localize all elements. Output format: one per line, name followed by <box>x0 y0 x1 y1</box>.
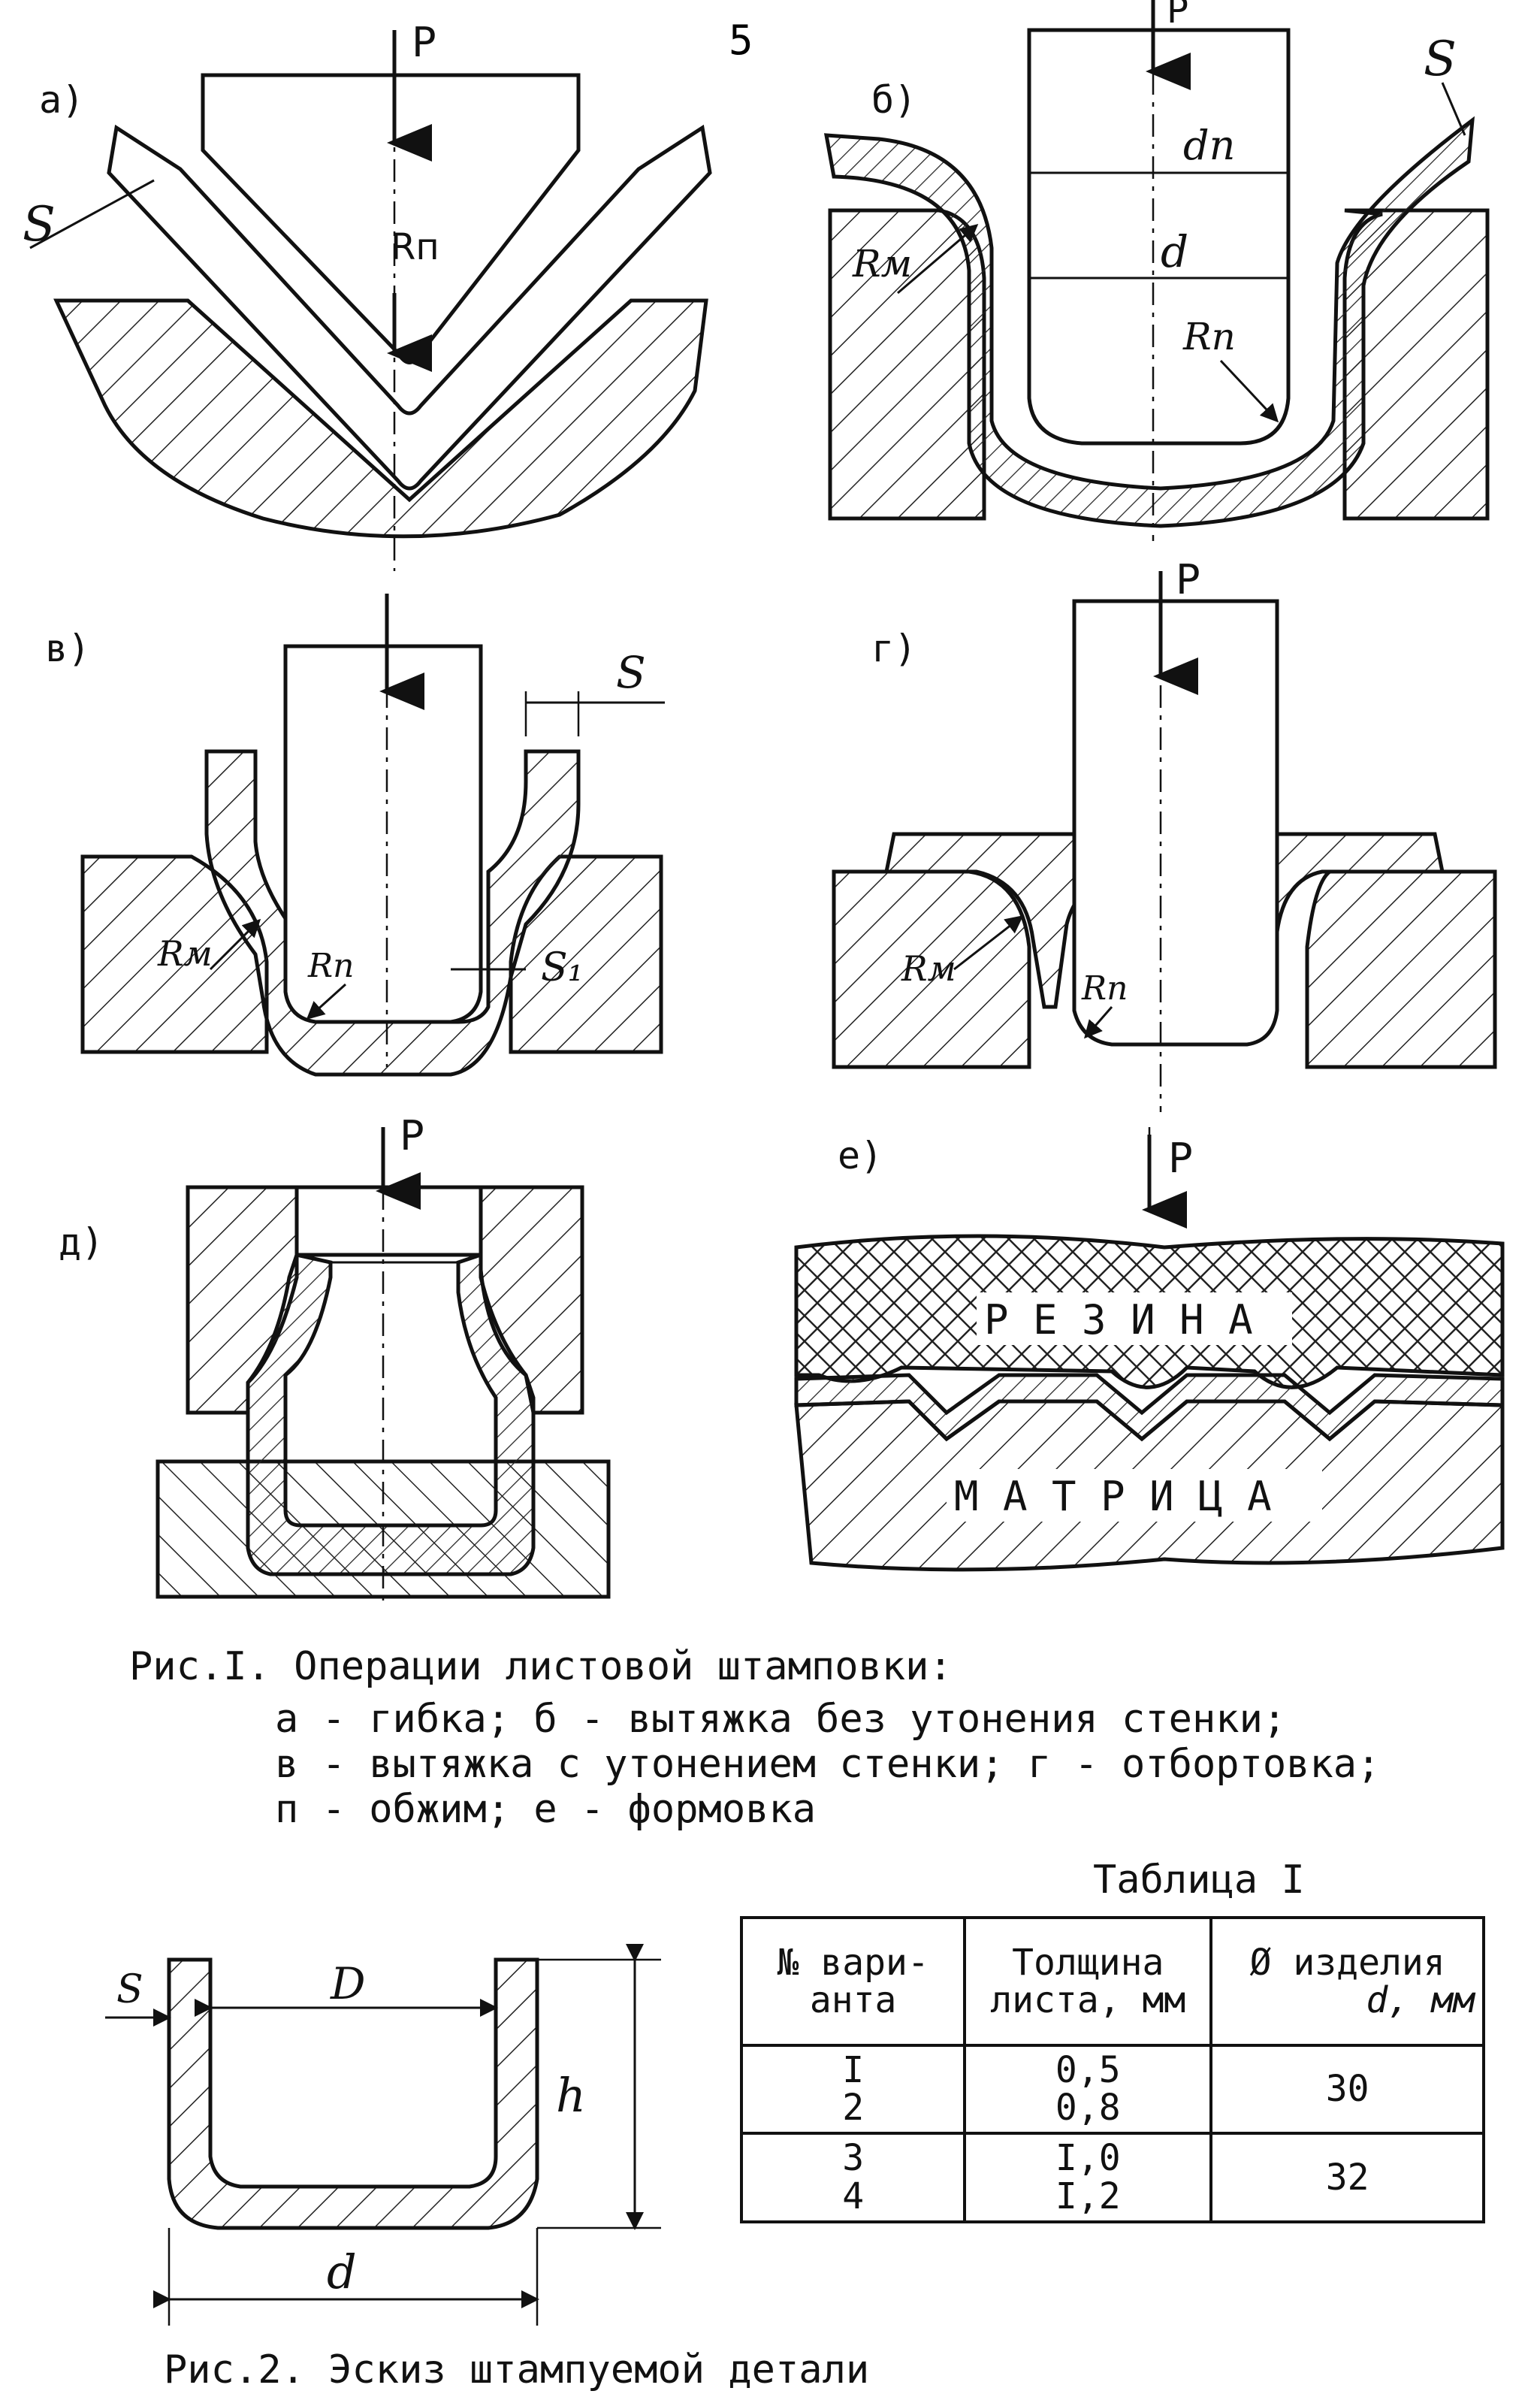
panel-e-label: е) <box>838 1134 883 1177</box>
punch-radius-label-g: Rп <box>1081 969 1128 1008</box>
figure1-caption-line-1: а - гибка; б - вытяжка без утонения стен… <box>275 1697 1287 1742</box>
panel-b-drawing: б) P dп d Rм Rп S <box>823 0 1490 541</box>
panel-g-label: г) <box>871 627 916 670</box>
thickness-label-a: S <box>23 197 56 252</box>
punch-d <box>294 1185 483 1257</box>
outer-diameter-label: d <box>327 2244 357 2299</box>
diameter-label-b: d <box>1161 226 1188 277</box>
punch-radius-label-v: Rп <box>307 947 354 985</box>
punch-radius-label-b: Rп <box>1182 315 1236 358</box>
punch-diameter-label: dп <box>1183 122 1235 169</box>
figure1-caption-line-2: в - вытяжка с утонением стенки; г - отбо… <box>275 1742 1381 1787</box>
force-label-g: P <box>1176 556 1200 603</box>
panel-g-flanging: г) P Rм Rп <box>832 556 1497 1112</box>
die-radius-label-v: Rм <box>157 933 213 974</box>
blank-b <box>823 116 1475 528</box>
header-diameter-unit: d, мм <box>1366 1979 1475 2021</box>
thickness-label-v: S <box>616 647 646 698</box>
die-radius-label-g: Rм <box>901 948 956 989</box>
part-d <box>246 1252 536 1576</box>
figure1-caption-title: Рис.I. Операции листовой штамповки: <box>129 1644 953 1689</box>
panel-a-bending: а) P Rп S <box>23 19 712 571</box>
die-radius-label-b: Rм <box>852 242 912 286</box>
panel-b-label: б) <box>871 78 916 122</box>
panel-e-forming: е) Р Е З И Н А М А Т Р И Ц А P <box>794 1127 1505 1572</box>
thickness-final-label-v: S₁ <box>541 945 583 990</box>
thickness-label-b: S <box>1424 32 1457 87</box>
force-label-b: P <box>1167 0 1188 32</box>
thickness-leader-a <box>29 179 155 249</box>
table-header-row: № вари- анта Толщина листа, мм Ø изделия… <box>739 1916 1485 2047</box>
force-label-a: P <box>412 19 436 66</box>
variants-table: № вари- анта Толщина листа, мм Ø изделия… <box>739 1916 1485 2223</box>
header-diameter-label: Ø изделия <box>1249 1941 1445 1984</box>
page-number: 5 <box>729 17 753 64</box>
height-label: h <box>556 2068 586 2123</box>
thickness-group-1: 0,5 0,8 <box>963 2044 1213 2135</box>
header-thickness: Толщина листа, мм <box>963 1916 1213 2047</box>
table-caption: Таблица I <box>1093 1857 1305 1903</box>
table-row: I 2 0,5 0,8 30 <box>739 2044 1485 2135</box>
header-diameter: Ø изделия d, мм <box>1209 1916 1485 2047</box>
thickness-group-2: I,0 I,2 <box>963 2131 1213 2223</box>
diameter-group-1: 30 <box>1209 2044 1485 2135</box>
force-label-d: P <box>400 1112 424 1159</box>
sheet-a <box>107 124 712 491</box>
figure2-caption: Рис.2. Эскиз штампуемой детали <box>164 2347 870 2392</box>
panel-d-necking: д) P <box>59 1112 611 1608</box>
panel-a-label: а) <box>39 78 84 122</box>
die-right-g <box>1305 869 1497 1069</box>
part-body <box>167 1957 539 2230</box>
punch-v <box>283 644 483 1024</box>
panel-d-label: д) <box>59 1220 104 1264</box>
figure2-part-sketch: D S h d <box>105 1944 661 2326</box>
punch-b <box>1027 28 1291 446</box>
die-a <box>53 298 708 539</box>
die-label: М А Т Р И Ц А <box>954 1473 1272 1520</box>
header-variant: № вари- анта <box>739 1916 967 2047</box>
panel-v-ironing: в) S S₁ Rм Rп <box>45 594 665 1077</box>
variants-group-2: 3 4 <box>739 2131 967 2223</box>
rubber-label: Р Е З И Н А <box>984 1296 1253 1344</box>
variants-group-1: I 2 <box>739 2044 967 2135</box>
punch-g <box>1072 599 1279 1047</box>
force-label-e: P <box>1168 1135 1193 1182</box>
radius-label-a: Rп <box>391 226 439 268</box>
table-row: 3 4 I,0 I,2 32 <box>739 2131 1485 2223</box>
wall-thickness-label: S <box>116 1967 143 2012</box>
inner-diameter-label: D <box>330 1958 366 2009</box>
diameter-group-2: 32 <box>1209 2131 1485 2223</box>
panel-v-label: в) <box>45 627 90 670</box>
figure1-caption-line-3: п - обжим; е - формовка <box>275 1787 817 1832</box>
